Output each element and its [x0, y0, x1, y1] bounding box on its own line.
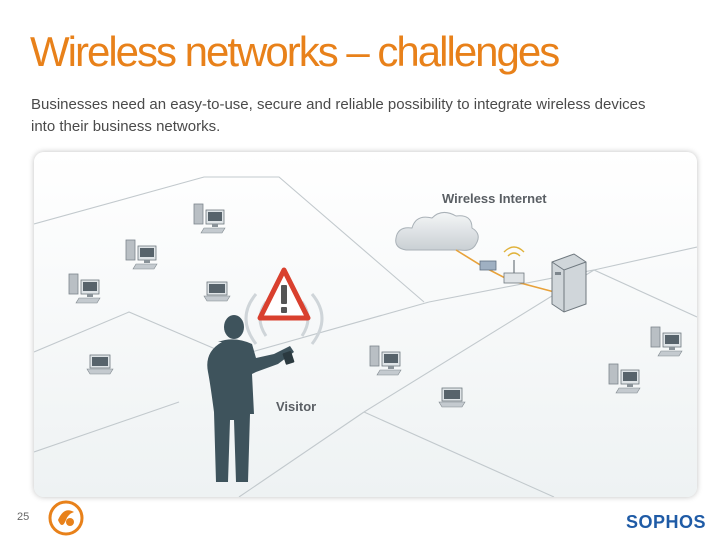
network-diagram-drawing	[34, 152, 697, 497]
sophos-logo: SOPHOS	[626, 512, 707, 532]
wireless-internet-label: Wireless Internet	[442, 191, 547, 206]
visitor-figure	[207, 315, 295, 482]
access-point-icon	[503, 246, 525, 284]
page-number: 25	[17, 511, 30, 523]
network-diagram: Wireless Internet Visitor	[34, 152, 697, 497]
server-icon	[551, 253, 587, 313]
laptop-icon	[86, 354, 114, 375]
slide-title: Wireless networks – challenges	[30, 28, 560, 75]
cloud-icon	[395, 212, 479, 251]
laptop-icon	[438, 387, 466, 408]
laptop-icon	[203, 281, 231, 302]
slide-subtitle: Businesses need an easy-to-use, secure a…	[31, 96, 646, 135]
warning-icon	[257, 267, 311, 321]
visitor-label: Visitor	[276, 399, 317, 414]
sophos-emblem-icon	[48, 500, 84, 541]
switch-icon	[479, 260, 497, 271]
